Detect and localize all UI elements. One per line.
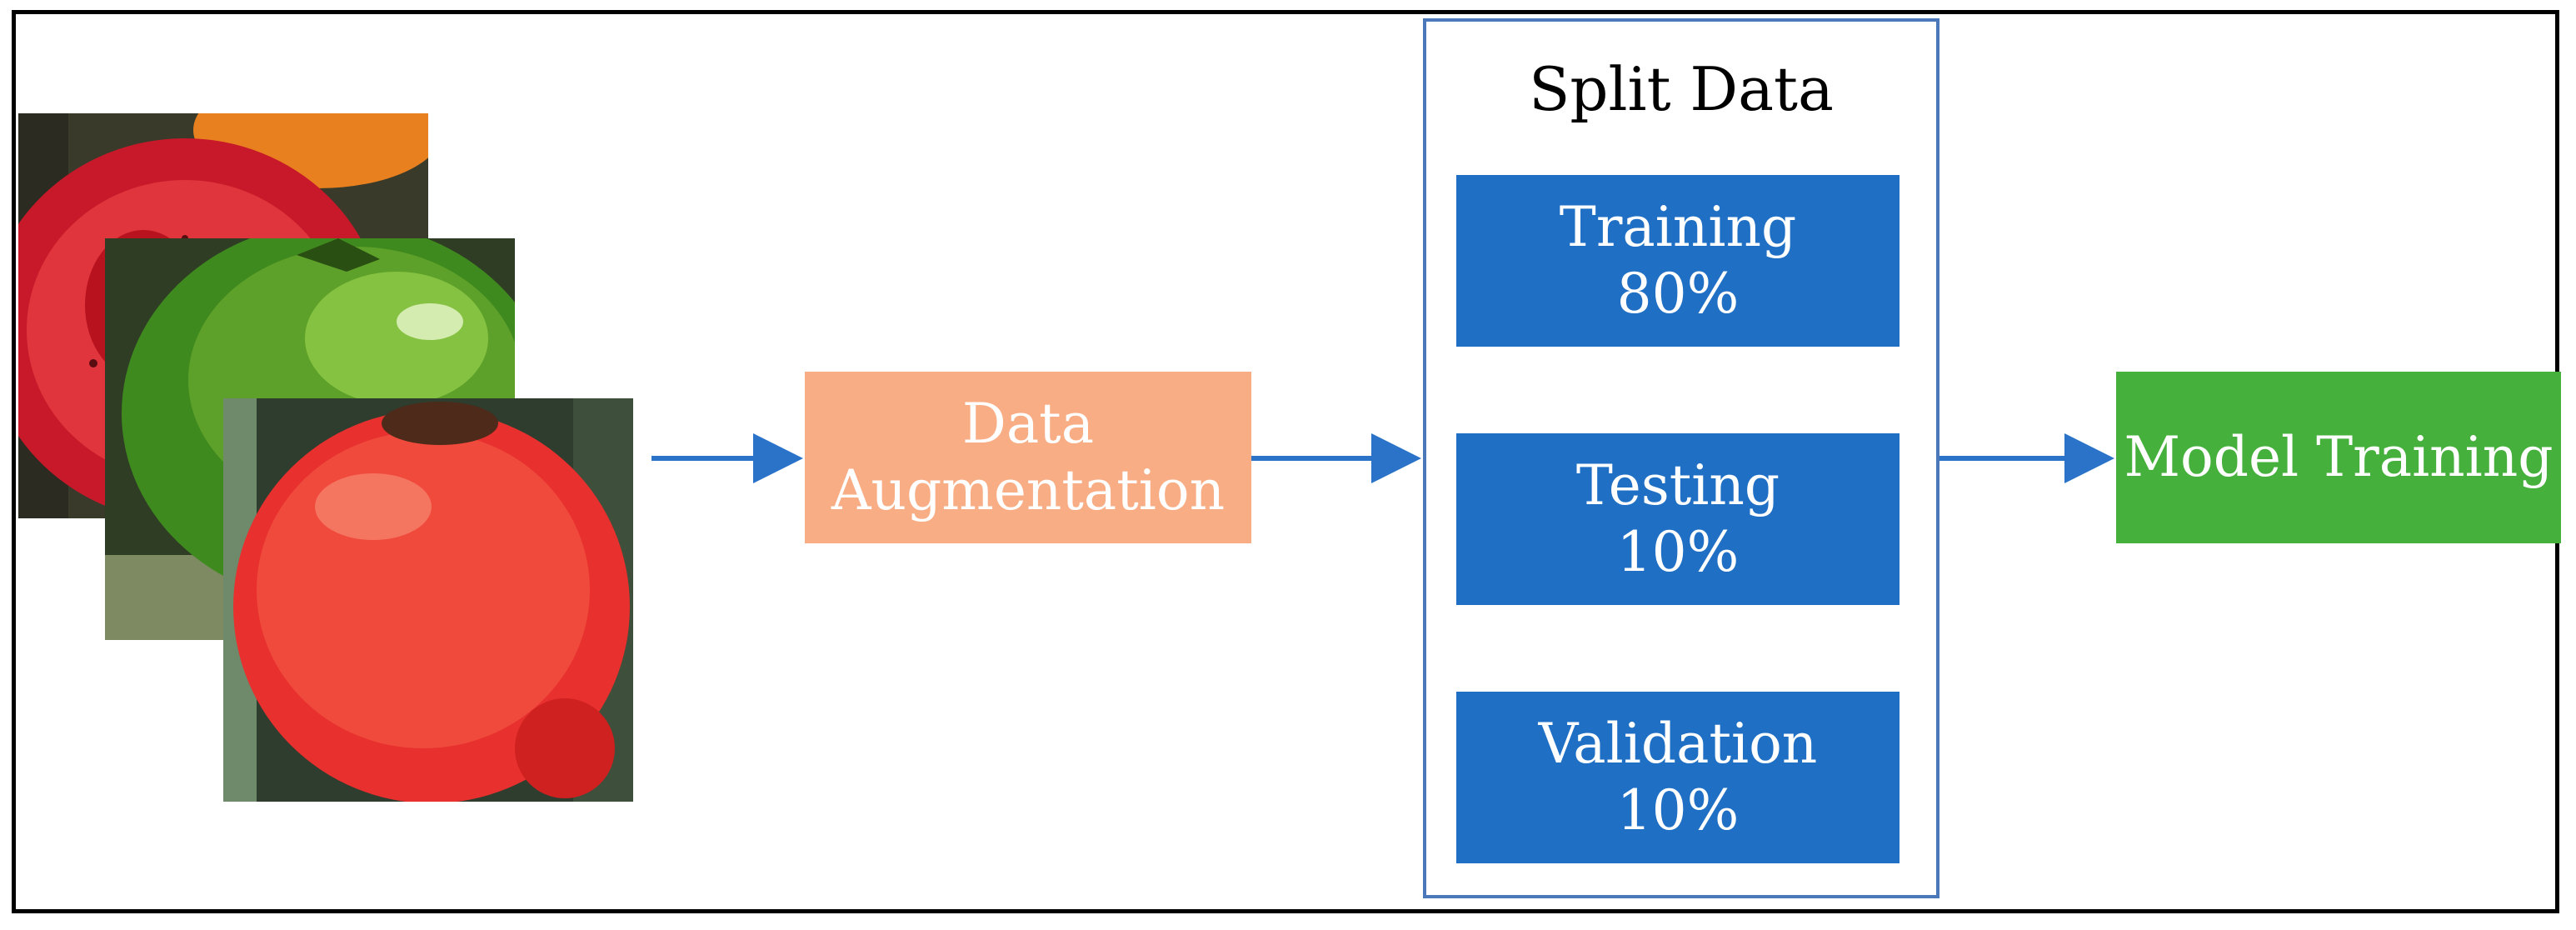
testing-box: Testing 10% [1456,433,1900,605]
data-augmentation-box: Data Augmentation [805,372,1251,543]
model-training-box: Model Training [2116,372,2561,543]
red-tomato-icon [223,398,633,802]
model-training-label: Model Training [2124,425,2554,489]
split-data-title: Split Data [1529,54,1834,124]
testing-percent: 10% [1616,520,1740,584]
training-label: Training [1559,195,1797,259]
validation-percent: 10% [1616,778,1740,842]
training-percent: 80% [1616,262,1740,326]
augmentation-label-line2: Augmentation [831,458,1226,522]
validation-box: Validation 10% [1456,692,1900,863]
training-box: Training 80% [1456,175,1900,347]
testing-label: Testing [1575,453,1780,518]
validation-label: Validation [1538,712,1818,776]
augmentation-label-line1: Data [961,392,1095,456]
